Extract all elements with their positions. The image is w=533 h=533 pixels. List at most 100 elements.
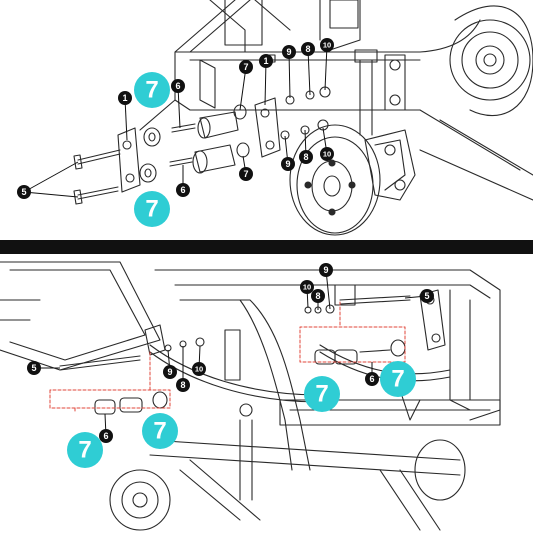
teal-callout-bottom-1: 7 [304, 376, 340, 412]
callout-circle [380, 361, 416, 397]
black-callout-top-2: 5 [17, 185, 31, 199]
black-callout-top-8: 8 [299, 150, 313, 164]
teal-callout-bottom-2: 7 [142, 413, 178, 449]
black-callout-top-11: 10 [320, 38, 334, 52]
callout-circle [365, 372, 379, 386]
callout-leader-line [264, 60, 267, 106]
callout-number: 10 [323, 150, 331, 159]
callout-circle [118, 91, 132, 105]
black-callout-bottom-9: 10 [192, 362, 206, 376]
callout-number: 10 [195, 365, 203, 374]
black-callout-top-0: 1 [118, 91, 132, 105]
callout-number: 5 [21, 187, 26, 197]
callout-circle [142, 413, 178, 449]
callout-circle [320, 147, 334, 161]
black-callout-top-9: 9 [282, 45, 296, 59]
callout-circle [281, 157, 295, 171]
callout-leader-line [324, 44, 328, 91]
callout-leader-line [239, 66, 247, 111]
black-callout-top-6: 7 [239, 167, 253, 181]
callout-circle [99, 429, 113, 443]
callout-circle [320, 38, 334, 52]
callout-number: 1 [263, 56, 268, 66]
frame-line-art [139, 0, 533, 201]
black-callout-top-1: 1 [259, 54, 273, 68]
callout-number: 6 [175, 81, 180, 91]
black-callout-bottom-2: 6 [365, 372, 379, 386]
callout-leader-line [23, 191, 79, 198]
teal-callout-top-0: 7 [134, 72, 170, 108]
top-exploded-view [73, 0, 533, 236]
callout-circle [67, 432, 103, 468]
callout-circle [17, 185, 31, 199]
brake-rotor [289, 124, 416, 236]
callout-number: 1 [122, 93, 127, 103]
callout-circle [27, 361, 41, 375]
black-callout-bottom-6: 9 [319, 263, 333, 277]
black-callout-bottom-7: 9 [163, 365, 177, 379]
callout-number: 7 [145, 77, 158, 104]
black-callout-bottom-3: 6 [99, 429, 113, 443]
callout-circle [134, 72, 170, 108]
callout-circle [239, 167, 253, 181]
callout-circle [171, 79, 185, 93]
callout-circle [134, 191, 170, 227]
shackle-right [254, 97, 281, 158]
callout-circle [311, 289, 325, 303]
black-callout-top-3: 6 [171, 79, 185, 93]
callout-number: 8 [303, 152, 308, 162]
callout-number: 7 [315, 381, 328, 408]
callout-circle [192, 362, 206, 376]
callout-circle [299, 150, 313, 164]
black-callout-bottom-0: 5 [420, 289, 434, 303]
black-callout-top-10: 9 [281, 157, 295, 171]
callout-number: 5 [424, 291, 429, 301]
callout-number: 8 [305, 44, 310, 54]
callout-number: 5 [31, 363, 36, 373]
callout-leader-line [23, 161, 79, 193]
black-callout-top-12: 10 [320, 147, 334, 161]
callout-number: 8 [180, 380, 185, 390]
teal-callout-bottom-0: 7 [380, 361, 416, 397]
teal-callout-bottom-3: 7 [67, 432, 103, 468]
panel-divider [0, 240, 533, 254]
callout-circle [319, 263, 333, 277]
black-callout-bottom-4: 8 [311, 289, 325, 303]
callout-number: 6 [103, 431, 108, 441]
callout-circle [420, 289, 434, 303]
callout-number: 10 [303, 283, 311, 292]
callout-leader-line [124, 97, 128, 141]
callout-circle [259, 54, 273, 68]
black-callout-top-7: 8 [301, 42, 315, 56]
bottom-installed-view [0, 261, 501, 531]
black-callout-bottom-8: 10 [300, 280, 314, 294]
callout-number: 9 [286, 47, 291, 57]
callout-number: 7 [78, 437, 91, 464]
callout-number: 7 [243, 169, 248, 179]
callout-number: 9 [323, 265, 328, 275]
guide-boxes [49, 301, 406, 413]
callout-number: 6 [180, 185, 185, 195]
callout-circle [176, 183, 190, 197]
shackle-left [117, 127, 141, 193]
callout-leader-line [307, 48, 311, 96]
frame-line-art [0, 261, 501, 531]
teal-callout-top-1: 7 [134, 191, 170, 227]
callout-circle [176, 378, 190, 392]
callout-circle [239, 60, 253, 74]
callout-circle [282, 45, 296, 59]
callout-number: 7 [391, 366, 404, 393]
callout-circle [163, 365, 177, 379]
black-callout-bottom-5: 8 [176, 378, 190, 392]
callout-number: 7 [243, 62, 248, 72]
callout-circle [304, 376, 340, 412]
callout-number: 7 [145, 196, 158, 223]
callout-leader-line [177, 85, 181, 129]
callout-number: 9 [285, 159, 290, 169]
callout-number: 8 [315, 291, 320, 301]
callout-circle [300, 280, 314, 294]
black-callout-top-5: 7 [239, 60, 253, 74]
callout-number: 10 [323, 41, 331, 50]
callout-leader-line [288, 51, 291, 99]
